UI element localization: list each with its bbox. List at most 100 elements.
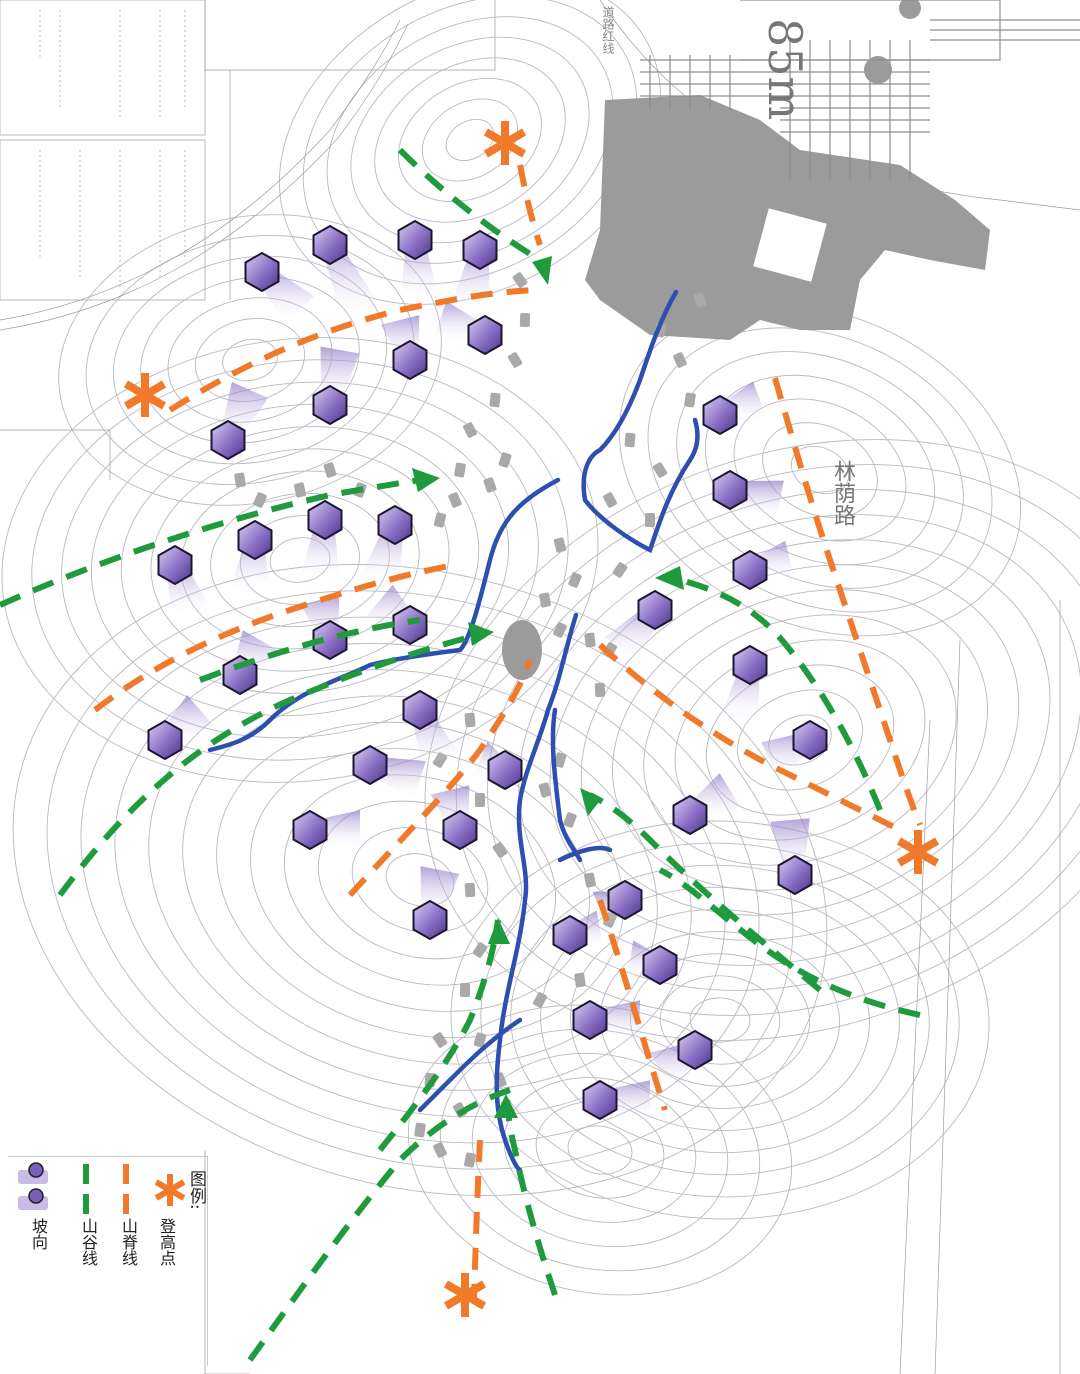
building-pod [432, 1032, 448, 1048]
contour-line [705, 664, 895, 816]
building-pod [594, 682, 606, 698]
contour-line [210, 492, 390, 628]
slope-hex [607, 879, 643, 921]
contour-line [503, 1077, 697, 1223]
building-pod [460, 983, 470, 997]
slope-pointer [292, 809, 360, 851]
contour-line [326, 16, 614, 264]
slope-pointer [770, 818, 813, 896]
slope-hex [702, 394, 738, 436]
legend-frame [8, 1156, 208, 1366]
high-points [123, 121, 940, 1317]
slope-pointer [230, 519, 273, 592]
contour-line [85, 234, 415, 486]
legend-label-slope: 坡向 [29, 1218, 48, 1250]
top-road-label: 道路红线 [601, 6, 615, 54]
contour-line [58, 214, 442, 506]
slope-hex [157, 544, 193, 586]
contour-line [549, 539, 1051, 941]
contour-line [510, 864, 930, 1176]
contour-line [46, 590, 794, 1170]
arrow-2 [412, 468, 440, 492]
slope-hex [672, 794, 708, 836]
contour-line [421, 98, 519, 182]
high-point-asterisk-icon [443, 1273, 487, 1317]
scattered-pods [234, 272, 707, 1168]
contour-line [167, 297, 333, 423]
building-pod [463, 422, 477, 438]
slope-pointer [552, 910, 604, 956]
building-pod [624, 432, 636, 448]
slope-pointer [397, 219, 440, 302]
building-pod [512, 272, 528, 288]
building-pod [568, 572, 582, 588]
slope-hex [712, 469, 748, 511]
legend-label-ridge: 山脊线 [119, 1218, 138, 1266]
slope-hex [312, 224, 348, 266]
building-pod [553, 537, 567, 553]
contour-line [114, 642, 726, 1118]
building-pod [532, 992, 548, 1008]
contour-line [567, 1125, 633, 1175]
slope-pointer [702, 381, 767, 436]
building-pod [538, 782, 552, 798]
building-pod [673, 352, 687, 368]
slope-hex [244, 251, 280, 293]
high-point-asterisk-icon [123, 373, 167, 417]
building-pod [584, 632, 596, 648]
contour-line [445, 119, 495, 161]
buildings [502, 0, 1080, 680]
contour-line [704, 374, 936, 566]
contour-line [80, 616, 760, 1144]
slope-hex [352, 744, 388, 786]
contour-line [283, 774, 557, 986]
building-pod [448, 492, 462, 508]
building-pod [433, 512, 447, 528]
slope-hex [467, 314, 503, 356]
building-pod [652, 462, 668, 478]
building-pod [234, 472, 246, 488]
slope-hex [677, 1029, 713, 1071]
contour-line [302, 0, 638, 285]
contour-line [450, 820, 990, 1220]
building-pod [492, 842, 508, 858]
slope-pointer [352, 744, 426, 799]
contour-line [350, 36, 590, 244]
purple-pointer-icon [18, 1162, 48, 1210]
slope-pointer [572, 999, 640, 1041]
contour-line [61, 381, 539, 739]
slope-hex [392, 604, 428, 646]
legend-label-high-point: 登高点 [157, 1218, 176, 1266]
contour-line [317, 800, 523, 960]
slope-pointer [312, 346, 360, 426]
building-pod [433, 1142, 447, 1158]
slope-hex [442, 809, 478, 851]
building-pod [684, 392, 696, 408]
contour-line [90, 403, 510, 717]
slope-hex [377, 504, 413, 546]
building-pod [414, 1122, 426, 1138]
building-pod [464, 712, 476, 728]
contour-line [647, 327, 993, 613]
slope-pointer [312, 224, 378, 319]
building-pod [603, 492, 617, 508]
slope-pointer [761, 719, 828, 778]
slope-pointer [732, 540, 795, 591]
valley-lines [0, 147, 921, 1362]
slope-hex [292, 809, 328, 851]
contour-line [222, 338, 278, 382]
contour-line [398, 77, 542, 203]
building-pod [584, 872, 596, 888]
slope-pointers [147, 219, 828, 1121]
building-pod [498, 452, 512, 468]
building-pod [519, 312, 531, 328]
slope-hex [582, 1079, 618, 1121]
slope-pointer [472, 741, 523, 791]
building-pod [507, 352, 523, 368]
plaza-elevation-label: 85m [758, 18, 812, 121]
road-label: 林荫路 [830, 460, 855, 526]
slope-hex [307, 499, 343, 541]
contour-line [643, 614, 957, 866]
building-pod [693, 292, 707, 308]
slope-pointer [412, 866, 460, 941]
